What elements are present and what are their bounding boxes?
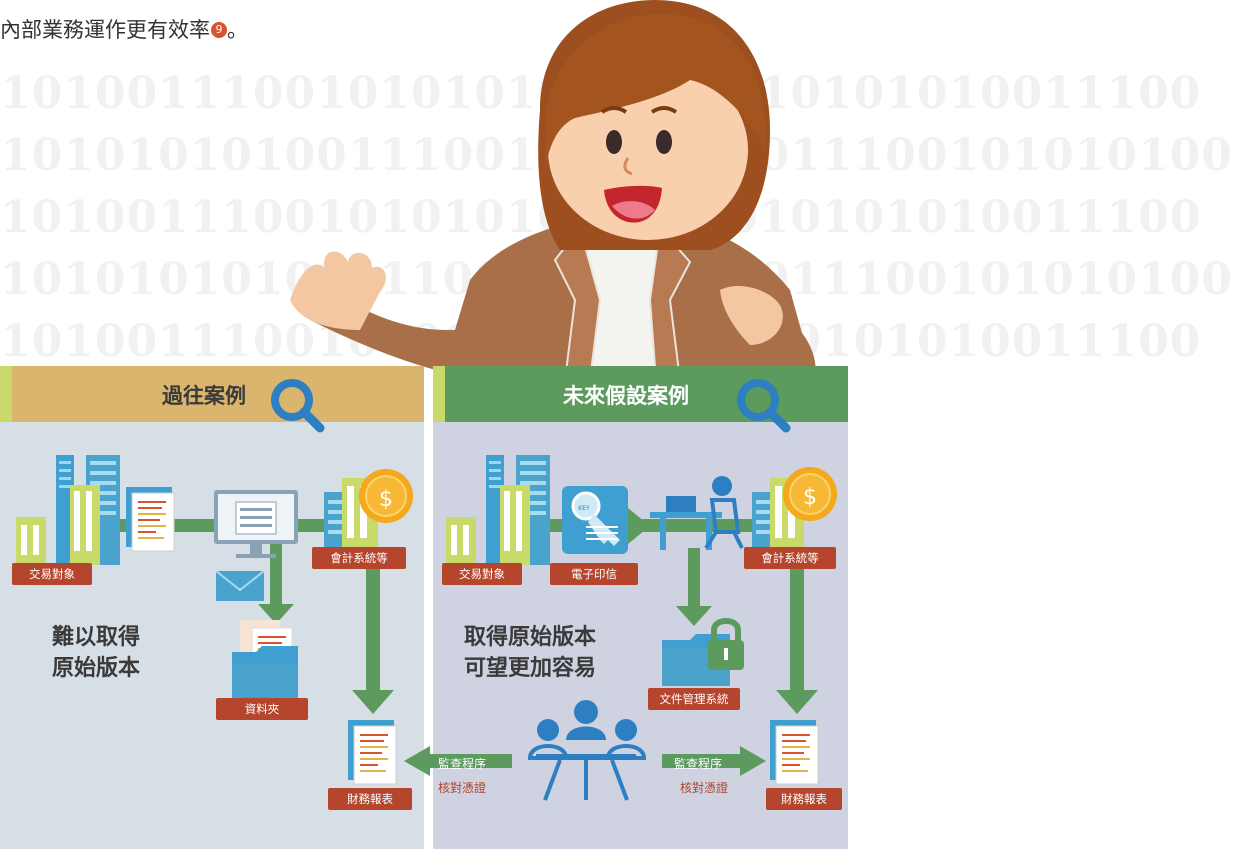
left-arrow-down-folder <box>270 540 282 610</box>
left-arrow-audit <box>428 754 512 768</box>
right-arrow-audit <box>662 754 744 768</box>
right-magnifier-icon <box>741 383 786 428</box>
electronic-seal-icon <box>562 486 628 554</box>
left-magnifier-icon <box>275 383 320 428</box>
left-document-icon <box>125 486 175 552</box>
right-big-text-line-1: 取得原始版本 <box>464 625 597 650</box>
left-big-text: 難以取得 原始版本 <box>52 622 140 684</box>
left-audit-label: 監查程序 <box>438 757 487 771</box>
left-folder-icon <box>232 620 298 706</box>
woman-right-hand <box>720 285 783 345</box>
left-buildings-icon <box>16 455 120 565</box>
right-panel-title: 未來假設案例 <box>563 384 689 408</box>
right-header-stripe <box>433 366 445 422</box>
left-tag-folder: 資料夾 <box>216 698 308 720</box>
diagram-graphics: $ $ KEY <box>16 0 838 801</box>
right-tag-accounting: 會計系統等 <box>744 547 836 569</box>
left-tag-report: 財務報表 <box>328 788 412 810</box>
document-folder-lock-icon <box>662 618 744 686</box>
intro-text-content: 內部業務運作更有效率 <box>0 18 210 42</box>
left-report-icon <box>347 719 397 785</box>
desk-worker-icon <box>650 476 744 550</box>
woman-left-hand <box>290 251 386 330</box>
right-tag-counterparty: 交易對象 <box>442 563 522 585</box>
right-arrow-down-report <box>790 566 804 694</box>
left-panel-title: 過往案例 <box>162 384 246 408</box>
meeting-icon <box>527 700 647 801</box>
right-audit-label: 監查程序 <box>674 757 723 771</box>
left-tag-counterparty: 交易對象 <box>12 563 92 585</box>
woman-eye-left <box>606 130 622 154</box>
left-tag-accounting: 會計系統等 <box>312 547 406 569</box>
left-panel-header: 過往案例 <box>0 366 424 422</box>
right-tag-docmgmt: 文件管理系統 <box>648 688 740 710</box>
envelope-icon <box>215 570 265 601</box>
right-big-text: 取得原始版本 可望更加容易 <box>464 622 596 684</box>
left-arrow-down-report <box>366 566 380 694</box>
right-arrow-down-docmgmt <box>688 548 700 610</box>
left-coin-symbol: $ <box>379 487 393 512</box>
woman-eye-right <box>656 130 672 154</box>
left-header-stripe <box>0 366 12 422</box>
right-big-text-line-2: 可望更加容易 <box>464 656 597 681</box>
right-tag-report: 財務報表 <box>766 788 842 810</box>
left-verify-label: 核對憑證 <box>438 781 487 795</box>
right-panel-header: 未來假設案例 <box>433 366 848 422</box>
woman-hair-front <box>545 13 766 170</box>
left-big-text-line-2: 原始版本 <box>52 656 141 681</box>
right-verify-label: 核對憑證 <box>680 781 729 795</box>
left-big-text-line-1: 難以取得 <box>52 625 141 650</box>
woman-illustration <box>290 0 816 381</box>
monitor-icon <box>214 490 298 558</box>
right-report-icon <box>769 719 819 785</box>
right-coin-symbol: $ <box>803 485 817 510</box>
seal-key-tag: KEY <box>578 505 590 512</box>
right-tag-seal: 電子印信 <box>550 563 638 585</box>
footnote-badge[interactable]: 9 <box>211 22 227 38</box>
right-buildings-icon <box>446 455 550 565</box>
